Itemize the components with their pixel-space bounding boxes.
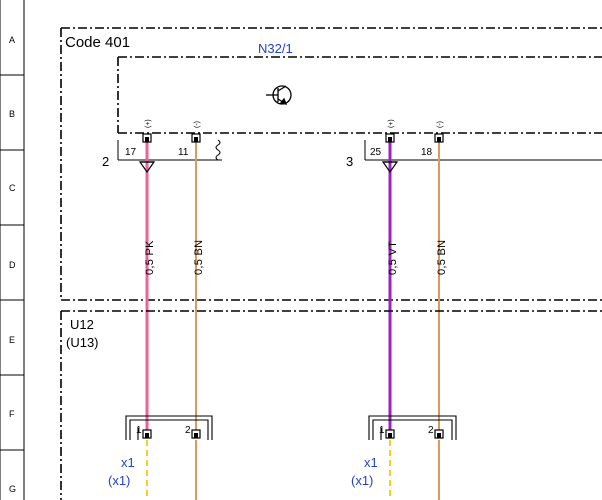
connector-number-3: 3 [346,154,353,169]
pin-number-17: 17 [125,147,137,158]
lower-unit-boundary [60,310,602,500]
pin-number-25: 25 [370,147,382,158]
plug-left-pin-1: 1 [136,425,142,436]
pin-terminal-11 [191,133,201,143]
plug-left-alt-name: (x1) [108,473,130,488]
inline-arrow-icon [381,161,399,174]
wire-label-vt: 0,5 VT [387,241,399,275]
row-label-d: D [9,260,16,270]
plug-right-pin-1: 1 [379,425,385,436]
wire-label-bn-left: 0,5 BN [193,240,205,275]
polarity-pin-18: (-) [437,121,444,128]
row-label-f: F [9,409,15,419]
pin-number-18: 18 [421,147,433,158]
row-label-c: C [9,183,16,193]
plug-right-terminal-1 [385,429,395,439]
plug-left-terminal-2 [191,429,201,439]
plug-right [368,415,457,440]
lower-unit-alt-label: (U13) [66,335,99,350]
connector-strip-right [364,140,602,161]
component-boundary [117,56,602,134]
wire-label-bn-right: 0,5 BN [436,240,448,275]
polarity-pin-17: (+) [145,119,152,128]
connector-number-2: 2 [102,154,109,169]
plug-left-pin-2: 2 [185,425,191,436]
pin-number-11: 11 [178,147,189,158]
plug-right-alt-name: (x1) [351,473,373,488]
polarity-pin-25: (+) [388,119,395,128]
lower-unit-label: U12 [70,317,94,332]
transistor-icon [266,85,292,105]
pin-terminal-17 [142,133,152,143]
row-label-g: G [9,484,16,494]
connector-strip-left [117,140,222,161]
plug-right-terminal-2 [434,429,444,439]
plug-right-name: x1 [364,455,378,470]
pin-terminal-18 [434,133,444,143]
plug-left [125,415,213,440]
plug-right-pin-2: 2 [428,425,434,436]
shield-squiggle-icon [215,139,221,161]
component-label: N32/1 [258,41,293,56]
pin-terminal-25 [385,133,395,143]
row-label-e: E [9,335,15,345]
inline-arrow-icon [138,161,156,174]
group-boundary [60,27,602,301]
plug-left-name: x1 [121,455,135,470]
plug-left-terminal-1 [142,429,152,439]
polarity-pin-11: (-) [194,121,201,128]
group-label: Code 401 [65,34,130,51]
row-rail: A B C D E F G [0,0,25,500]
row-label-b: B [9,109,15,119]
row-label-a: A [9,35,15,45]
wire-label-pk: 0,5 PK [144,240,156,275]
